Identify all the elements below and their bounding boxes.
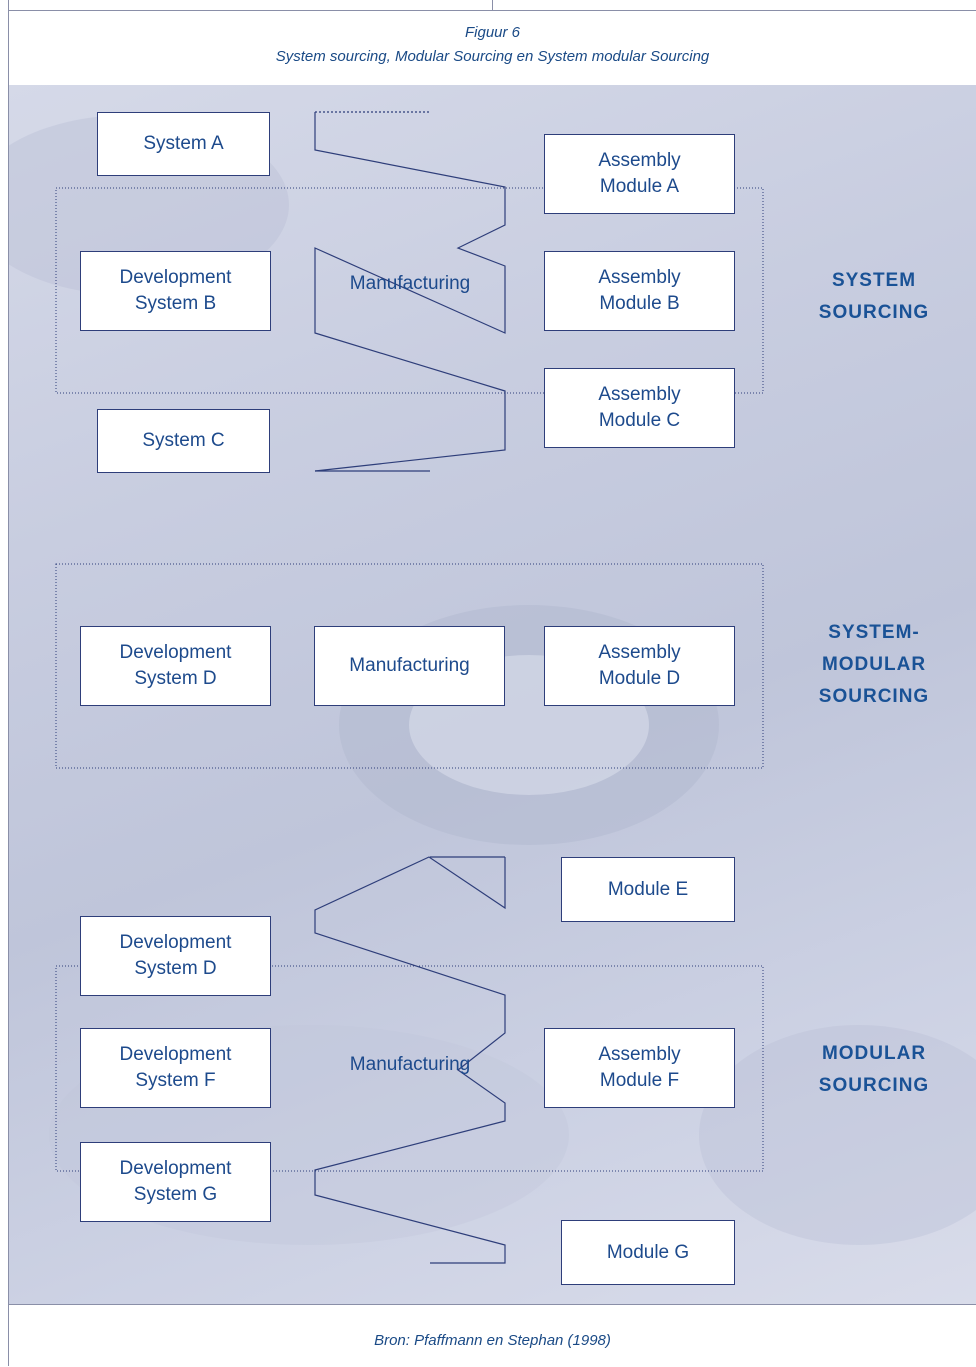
figure-frame [8, 0, 976, 1366]
assembly-module-c-box: Assembly Module C [544, 368, 735, 448]
system-sourcing-label: SYSTEM SOURCING [818, 270, 930, 323]
modular-sourcing-label: MODULAR SOURCING [818, 1043, 930, 1096]
module-e-box: Module E [561, 857, 735, 922]
manufacturing-zigzag-top [314, 112, 506, 472]
source-caption: Bron: Pfaffmann en Stephan (1998) [374, 1332, 611, 1349]
system-a-box: System A [97, 112, 270, 176]
development-system-d-box: Development System D [80, 626, 271, 706]
assembly-module-b-box: Assembly Module B [544, 251, 735, 331]
development-system-f-box: Development System F [80, 1028, 271, 1108]
manufacturing-label: Manufacturing [349, 273, 471, 294]
system-modular-dotted-frame [55, 563, 764, 769]
development-system-g-box: Development System G [80, 1142, 271, 1222]
figure-header: Figuur 6 System sourcing, Modular Sourci… [9, 10, 976, 86]
manufacturing-zigzag-bottom [314, 856, 506, 1264]
assembly-module-d-box: Assembly Module D [544, 626, 735, 706]
manufacturing-box: Manufacturing [314, 626, 505, 706]
development-system-b-box: Development System B [80, 251, 271, 331]
module-g-box: Module G [561, 1220, 735, 1285]
figure-title: System sourcing, Modular Sourcing en Sys… [275, 48, 710, 65]
figure-footer: Bron: Pfaffmann en Stephan (1998) [9, 1304, 976, 1367]
assembly-module-f-box: Assembly Module F [544, 1028, 735, 1108]
connector-lines [55, 111, 764, 1264]
diagram-panel: System A Development System B System C M… [9, 85, 976, 1304]
system-modular-sourcing-label: SYSTEM- MODULAR SOURCING [818, 622, 930, 707]
assembly-module-a-box: Assembly Module A [544, 134, 735, 214]
system-c-box: System C [97, 409, 270, 473]
top-divider-tick [492, 0, 493, 10]
development-system-d-box-2: Development System D [80, 916, 271, 996]
figure-number: Figuur 6 [464, 24, 521, 41]
manufacturing-label-2: Manufacturing [349, 1054, 471, 1075]
